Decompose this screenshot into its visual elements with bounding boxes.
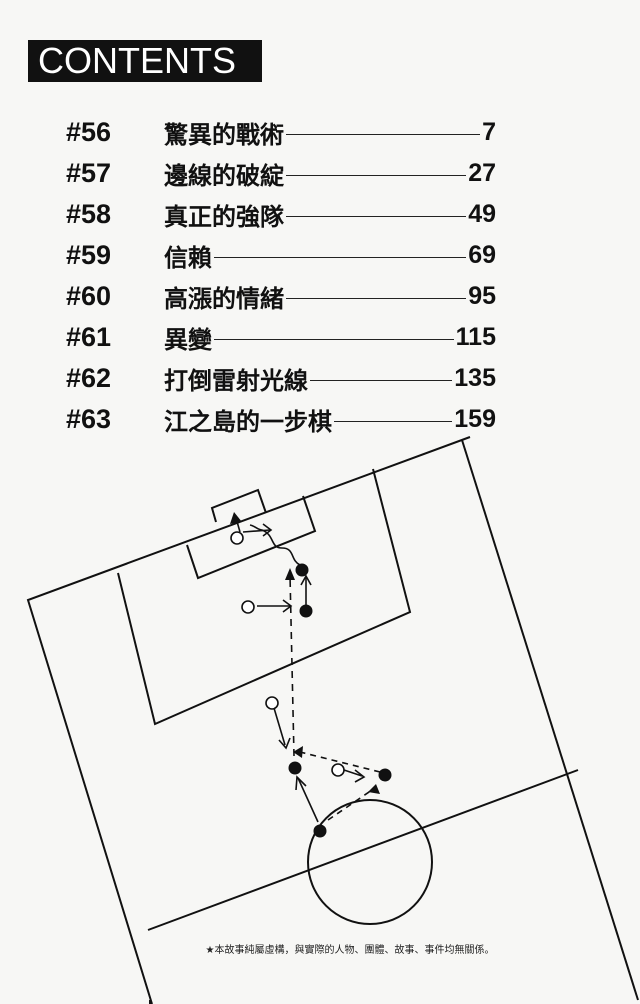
chapter-number: #57 (66, 158, 112, 188)
chapter-number: #61 (66, 322, 112, 352)
defender (331, 763, 345, 777)
leader-line (334, 421, 453, 422)
halfway-line (147, 769, 579, 931)
chapter-number: #63 (66, 404, 112, 434)
right-sideline (461, 439, 639, 1001)
pass-path (289, 574, 295, 757)
leader-line (286, 134, 480, 135)
page-number: 115 (455, 323, 496, 351)
players-attacking (288, 563, 392, 838)
toc-entry[interactable]: #61 異變 115 (66, 317, 496, 358)
defender (241, 600, 255, 614)
chapter-title: 信賴 (164, 244, 212, 272)
attacker (313, 824, 327, 838)
disclaimer: ★本故事純屬虛構，與實際的人物、團體、故事、事件均無關係。 (205, 945, 495, 956)
toc-entry[interactable]: #56 驚異的戰術 7 (66, 112, 496, 153)
leader-line (286, 298, 467, 299)
pitch-boundary (26, 436, 471, 1004)
pass-path (327, 789, 373, 821)
page-number: 69 (468, 241, 496, 269)
attacker (378, 768, 392, 782)
center-circle (307, 799, 433, 925)
chapter-number: #59 (66, 240, 112, 270)
toc-entry[interactable]: #59 信賴 69 (66, 235, 496, 276)
chapter-title: 真正的強隊 (164, 203, 284, 231)
chapter-number: #56 (66, 117, 112, 147)
toc-entry[interactable]: #58 真正的強隊 49 (66, 194, 496, 235)
chapter-number: #62 (66, 363, 112, 393)
arrowheads (230, 512, 380, 794)
leader-line (214, 257, 467, 258)
page-number: 135 (454, 364, 496, 392)
chapter-number: #60 (66, 281, 112, 311)
page-number: 49 (468, 200, 496, 228)
chapter-title: 打倒雷射光線 (164, 367, 308, 395)
toc-entry[interactable]: #62 打倒雷射光線 135 (66, 358, 496, 399)
page-number: 27 (468, 159, 496, 187)
penalty-box (117, 468, 412, 726)
chapter-title: 驚異的戰術 (164, 121, 284, 149)
movement-paths (235, 517, 381, 823)
chapter-title: 異變 (164, 326, 212, 354)
defender (230, 531, 244, 545)
chapter-title: 江之島的一步棋 (164, 408, 332, 436)
leader-line (286, 216, 467, 217)
leader-line (310, 380, 453, 381)
attacker (288, 761, 302, 775)
contents-heading: CONTENTS (28, 40, 262, 82)
defender (265, 696, 279, 710)
attacker (299, 604, 313, 618)
attacker (295, 563, 309, 577)
page-number: 7 (482, 118, 496, 146)
chapter-title: 高漲的情緒 (164, 285, 284, 313)
chapter-title: 邊線的破綻 (164, 162, 284, 190)
chapter-number: #58 (66, 199, 112, 229)
players-defending (230, 531, 345, 777)
table-of-contents: #56 驚異的戰術 7 #57 邊線的破綻 27 #58 真正的強隊 49 #59 信賴 69 #60 高… (66, 112, 496, 440)
toc-entry[interactable]: #57 邊線的破綻 27 (66, 153, 496, 194)
pass-path (299, 751, 381, 773)
toc-entry[interactable]: #63 江之島的一步棋 159 (66, 399, 496, 440)
leader-line (214, 339, 454, 340)
goal-area (186, 495, 317, 580)
pitch-lines (26, 436, 639, 1004)
page-number: 159 (454, 405, 496, 433)
goal (210, 488, 267, 523)
toc-entry[interactable]: #60 高漲的情緒 95 (66, 276, 496, 317)
leader-line (286, 175, 467, 176)
page-number: 95 (468, 282, 496, 310)
